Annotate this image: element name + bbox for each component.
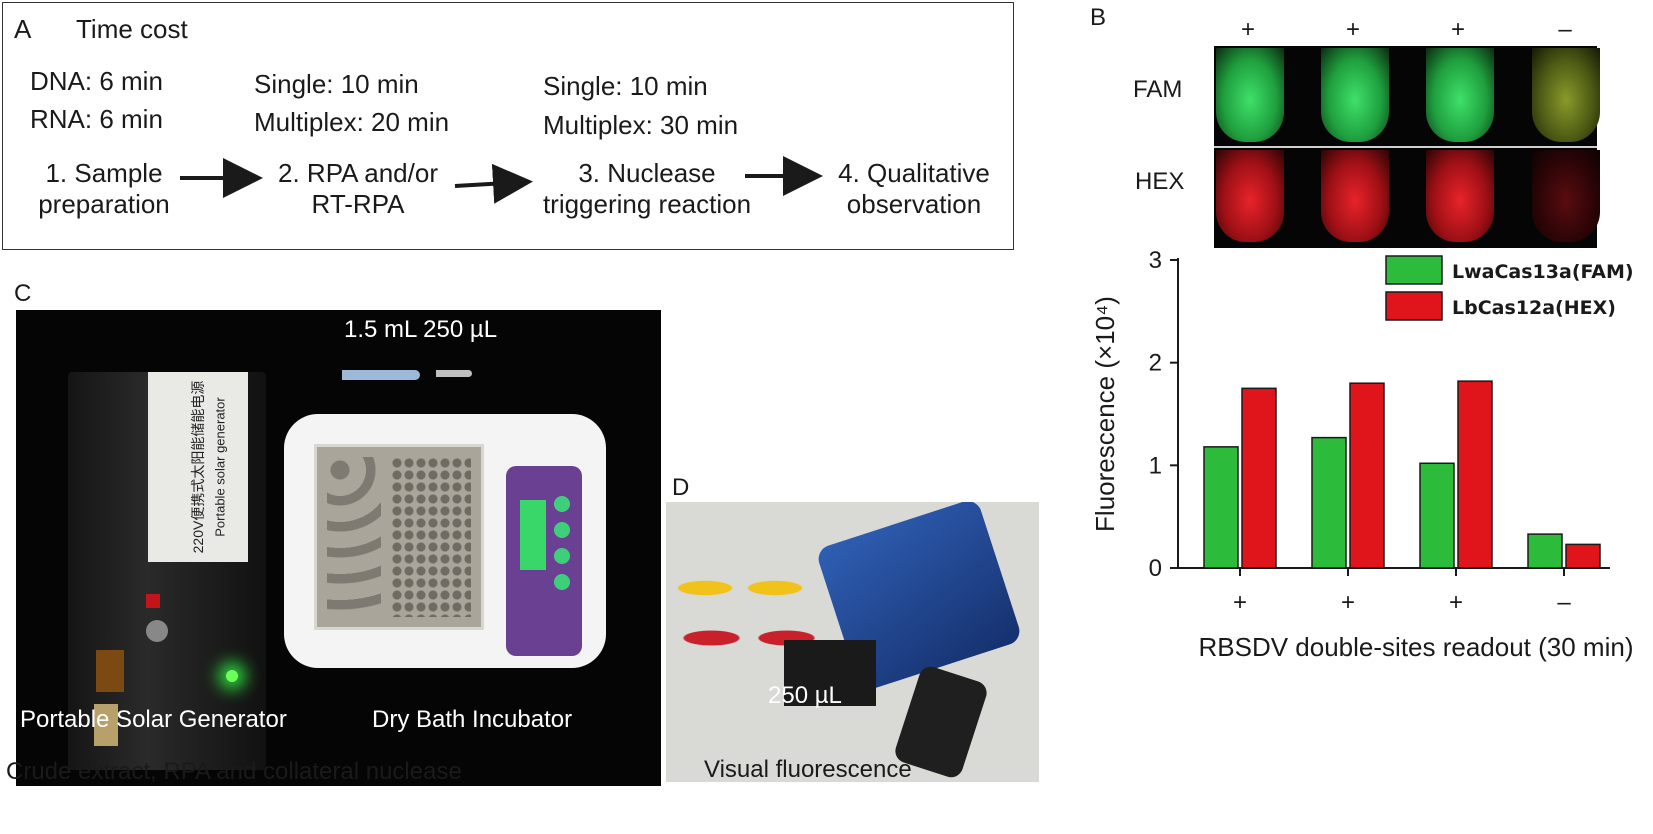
generator-caption: Portable Solar Generator: [20, 706, 287, 733]
yellow-goggles-icon: [670, 560, 810, 616]
bar-hex-2: [1349, 382, 1385, 569]
x-tick-label: +: [1449, 589, 1463, 616]
bar-hex-1: [1241, 387, 1277, 569]
panel-b-letter: B: [1090, 4, 1107, 31]
generator-dc-port: [146, 620, 168, 642]
step-1-line1: 1. Sample: [45, 158, 163, 188]
step-3-line1: 3. Nuclease: [578, 158, 716, 188]
field-equipment-photo: 220V便携式太阳能储能电源 Portable solar generator …: [16, 310, 661, 786]
x-axis-label: RBSDV double-sites readout (30 min): [1199, 632, 1634, 662]
generator-battery-display: [96, 650, 124, 692]
panel-a-title: Time cost: [76, 14, 188, 44]
block-wells-small: [391, 457, 471, 617]
bar-fam-1: [1203, 446, 1239, 569]
bar-fam-2: [1311, 436, 1347, 569]
time-rpa-multiplex: Multiplex: 20 min: [254, 107, 450, 137]
tube-hex-2: [1321, 150, 1389, 242]
legend-label-1: LwaCas13a(FAM): [1452, 261, 1634, 283]
step-2-line1: 2. RPA and/or: [278, 158, 438, 188]
sign-1: +: [1240, 16, 1256, 43]
panel-c-caption: Crude extract, RPA and collateral nuclea…: [6, 758, 462, 785]
x-tick-label: –: [1557, 589, 1571, 616]
dry-bath-incubator: [284, 414, 606, 668]
tube-size-labels: 1.5 mL 250 µL: [344, 316, 498, 343]
y-tick-label: 1: [1149, 452, 1162, 479]
generator-label-cn: 220V便携式太阳能储能电源: [190, 380, 206, 554]
bar-fam-4: [1527, 533, 1563, 569]
generator-label-en: Portable solar generator: [212, 397, 228, 537]
incubator-display: [520, 500, 546, 570]
tube-hex-3: [1426, 150, 1494, 242]
incubator-block: [314, 444, 484, 630]
generator-switch: [146, 594, 160, 608]
step-3: 3. Nuclease triggering reaction: [543, 158, 751, 220]
incubator-button-up: [554, 496, 570, 512]
tube-hex-4: [1532, 150, 1600, 242]
tube-fam-3: [1426, 48, 1494, 142]
y-tick-label: 3: [1149, 250, 1162, 274]
bar-hex-4: [1565, 543, 1601, 569]
tube-fam-2: [1321, 48, 1389, 142]
step-2: 2. RPA and/or RT-RPA: [278, 158, 438, 220]
incubator-button-set: [554, 548, 570, 564]
visual-fluorescence-photo: 250 µL: [666, 502, 1039, 782]
time-rpa-single: Single: 10 min: [254, 69, 419, 99]
x-tick-label: +: [1341, 589, 1355, 616]
panel-a-arrows: [180, 156, 823, 204]
step-4: 4. Qualitative observation: [838, 158, 990, 220]
x-tick-label: +: [1233, 589, 1247, 616]
legend-swatch-1: [1385, 255, 1443, 285]
step-1: 1. Sample preparation: [38, 158, 170, 220]
time-nuclease-single: Single: 10 min: [543, 71, 708, 101]
step-2-line2: RT-RPA: [311, 189, 405, 219]
tube-hex-1: [1216, 150, 1284, 242]
incubator-button-down: [554, 522, 570, 538]
y-axis-label: Fluorescence (×10⁴): [1090, 296, 1120, 532]
panel-a-box: [2, 2, 1014, 250]
time-nuclease-multiplex: Multiplex: 30 min: [543, 110, 739, 140]
panel-d-tube-label: 250 µL: [768, 682, 842, 709]
channel-fam-label: FAM: [1133, 76, 1183, 103]
bar-hex-3: [1457, 380, 1493, 569]
tube-fam-1: [1216, 48, 1284, 142]
step-4-line1: 4. Qualitative: [838, 158, 990, 188]
incubator-control-panel: [506, 466, 582, 656]
incubator-button-start: [554, 574, 570, 590]
bar-fam-3: [1419, 462, 1455, 569]
legend-label-2: LbCas12a(HEX): [1452, 297, 1616, 319]
time-rna: RNA: 6 min: [30, 104, 163, 134]
solar-generator: 220V便携式太阳能储能电源 Portable solar generator: [68, 372, 266, 770]
sign-3: +: [1450, 16, 1466, 43]
block-wells-large: [327, 457, 381, 617]
panel-d-caption: Visual fluorescence: [704, 756, 912, 783]
panel-d-letter: D: [672, 474, 690, 501]
step-1-line2: preparation: [38, 189, 170, 219]
panel-c-letter: C: [14, 280, 32, 307]
arrow-2-to-3: [454, 163, 533, 204]
panel-a-letter: A: [14, 14, 32, 44]
generator-label-sticker: 220V便携式太阳能储能电源 Portable solar generator: [148, 372, 248, 562]
sign-4: –: [1558, 16, 1572, 43]
generator-led-icon: [226, 670, 238, 682]
fluorescence-bar-chart: 0 1 2 3 + + + – Fluorescence (×10⁴) RBSDV double-…: [1090, 250, 1634, 662]
legend-swatch-2: [1385, 291, 1443, 321]
channel-hex-label: HEX: [1135, 168, 1185, 195]
generator-qr-sticker: [94, 704, 118, 746]
time-dna: DNA: 6 min: [30, 66, 163, 96]
y-tick-label: 0: [1149, 555, 1162, 582]
tube-fam-4: [1532, 48, 1600, 142]
y-tick-label: 2: [1149, 350, 1162, 377]
sign-2: +: [1345, 16, 1361, 43]
tube-holder-card: [784, 640, 876, 706]
step-3-line2: triggering reaction: [542, 189, 752, 219]
incubator-caption: Dry Bath Incubator: [372, 706, 573, 733]
tube-250ul-icon: [436, 370, 472, 377]
step-4-line2: observation: [846, 189, 982, 219]
gel-divider: [1214, 146, 1597, 148]
tube-1-5ml-icon: [342, 370, 420, 380]
